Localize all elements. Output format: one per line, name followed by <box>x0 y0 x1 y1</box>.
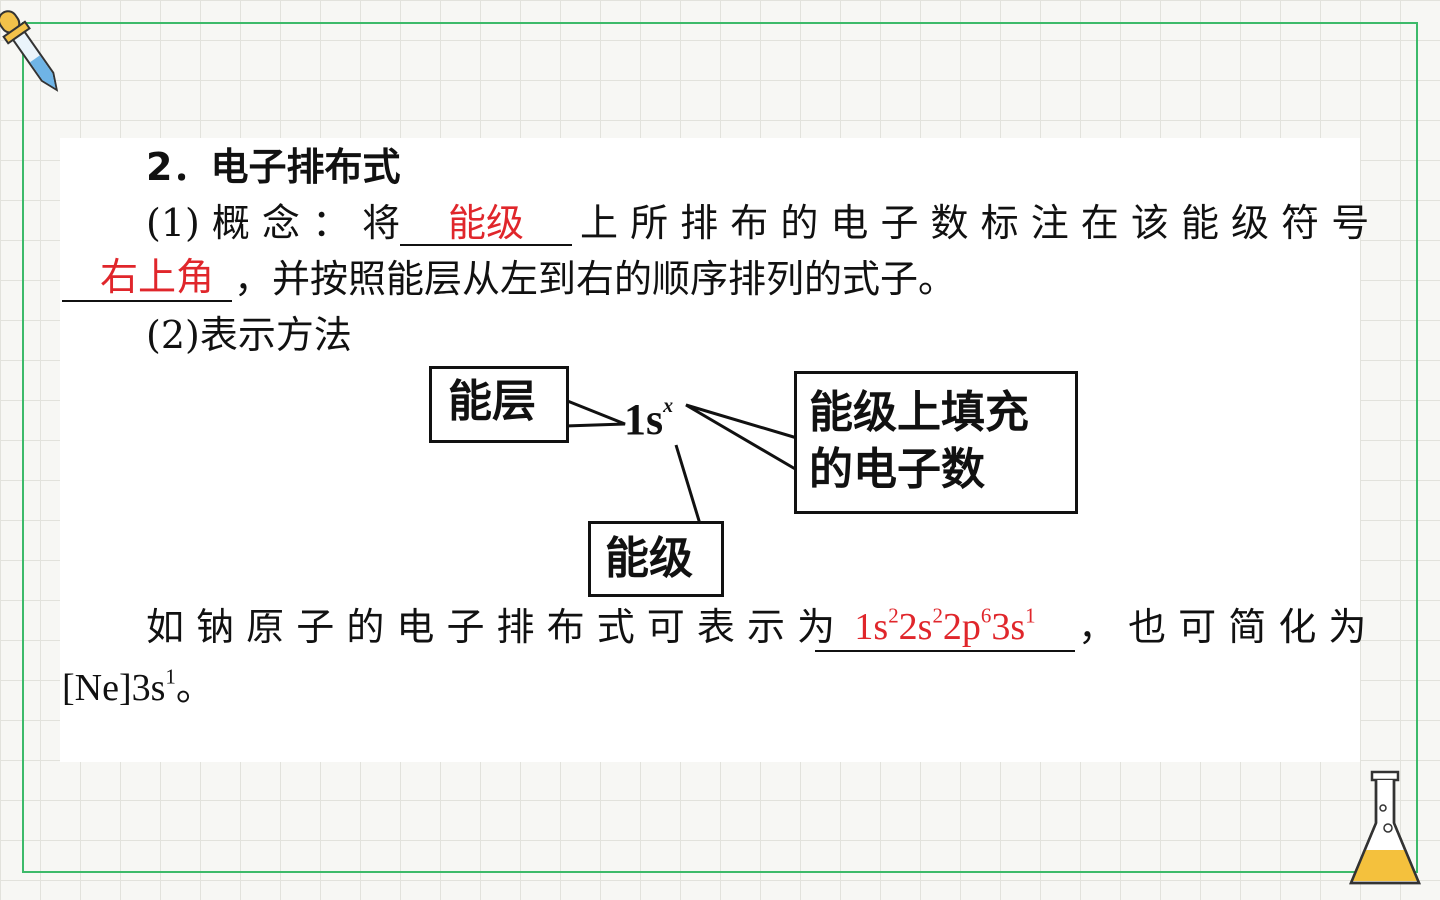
electron-count-line-2: 的电子数 <box>809 444 985 496</box>
flask-icon <box>1349 770 1421 885</box>
answer-2: 右上角 <box>99 255 214 299</box>
dropper-icon <box>0 10 59 92</box>
simplified-end: 。 <box>175 665 214 709</box>
simplified-base: [Ne]3s <box>62 667 166 709</box>
config-3s: 3s <box>991 606 1026 648</box>
shell-label: 能层 <box>448 376 536 427</box>
page-frame <box>22 22 1418 873</box>
concept-label: (1) 概 念 ： 将 <box>146 201 401 245</box>
example-lead: 如 钠 原 子 的 电 子 排 布 式 可 表 示 为 <box>146 605 836 649</box>
config-1s: 1s <box>854 606 889 648</box>
config-1s-count: 2 <box>888 603 899 628</box>
concept-mid: 上 所 排 布 的 电 子 数 标 注 在 该 能 级 符 号 <box>580 201 1370 245</box>
config-2p: 2p <box>942 606 981 648</box>
section-heading: 2．电子排布式 <box>146 145 401 189</box>
config-3s-count: 1 <box>1025 603 1036 628</box>
sublevel-box: 能级 <box>588 521 724 597</box>
config-2s: 2s <box>898 606 933 648</box>
fill-blank-3 <box>815 650 1075 652</box>
fill-blank-2 <box>62 300 232 302</box>
electron-count-line-1: 能级上填充 <box>809 387 1029 438</box>
answer-3: 1s22s22p63s1 <box>815 605 1075 648</box>
method-label: (2)表示方法 <box>146 313 352 357</box>
config-2s-count: 2 <box>932 603 943 628</box>
fill-blank-1 <box>400 244 572 246</box>
electron-count-box: 能级上填充 的电子数 <box>794 371 1078 514</box>
simplified-count: 1 <box>165 664 176 689</box>
config-2p-count: 6 <box>980 603 992 628</box>
notation: 1sx <box>624 396 673 442</box>
simplified-config: [Ne]3s1。 <box>62 665 214 709</box>
answer-1: 能级 <box>447 201 524 245</box>
concept-tail: ，并按照能层从左到右的顺序排列的式子。 <box>234 257 957 301</box>
sublevel-label: 能级 <box>605 533 693 584</box>
notation-main: 1s <box>624 395 664 444</box>
shell-box: 能层 <box>429 366 569 443</box>
content-panel <box>60 138 1360 762</box>
notation-sup: x <box>663 395 674 417</box>
example-after: ， 也 可 简 化 为 <box>1078 605 1367 649</box>
